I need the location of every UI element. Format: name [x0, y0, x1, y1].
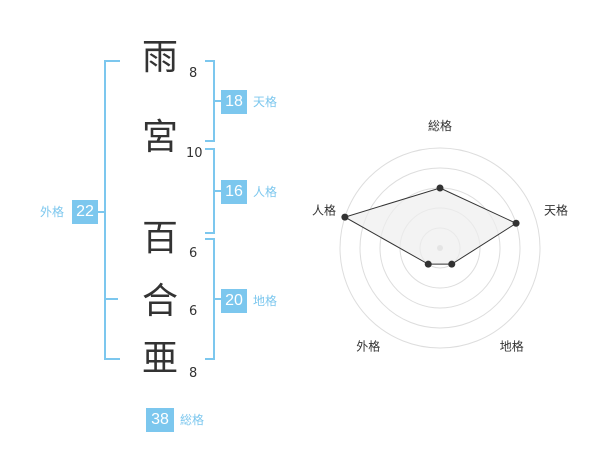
- radar-point-4: [424, 260, 432, 268]
- gaikaku-connector: [98, 211, 106, 213]
- radar-point-3: [448, 260, 456, 268]
- jinkaku-label: 人格: [253, 185, 278, 199]
- radar-axis-label-5: 人格: [312, 202, 336, 217]
- radar-axis-label-4: 外格: [356, 339, 380, 354]
- name-char-3: 百: [141, 218, 178, 259]
- stroke-count-3: 6: [189, 246, 198, 261]
- gaikaku-label: 外格: [40, 205, 65, 219]
- name-char-2: 宮: [141, 117, 178, 158]
- jinkaku-connector: [213, 190, 221, 192]
- tenkaku-value: 18: [221, 90, 247, 114]
- soukaku-label: 総格: [180, 413, 205, 427]
- radar-point-5: [341, 213, 349, 221]
- stroke-count-4: 6: [189, 304, 198, 319]
- radar-axis-label-1: 総格: [428, 118, 452, 133]
- gaikaku-value: 22: [72, 200, 98, 224]
- stroke-count-5: 8: [189, 366, 198, 381]
- radar-point-2: [512, 219, 520, 227]
- tenkaku-connector: [213, 100, 221, 102]
- gaikaku-bracket-mid-tick: [104, 298, 118, 300]
- gaikaku-bracket: [104, 60, 120, 360]
- chikaku-label: 地格: [253, 294, 278, 308]
- soukaku-value: 38: [146, 408, 174, 432]
- tenkaku-label: 天格: [253, 95, 278, 109]
- radar-grid-ring: [339, 147, 541, 349]
- stroke-count-2: 10: [186, 146, 203, 161]
- radar-series-area: [343, 187, 518, 265]
- jinkaku-value: 16: [221, 180, 247, 204]
- chikaku-value: 20: [221, 289, 247, 313]
- radar-grid-ring: [359, 167, 521, 329]
- name-char-5: 亜: [141, 338, 178, 379]
- radar-point-1: [436, 184, 444, 192]
- radar-axis-label-2: 天格: [544, 202, 568, 217]
- name-char-4: 合: [141, 281, 178, 322]
- stroke-count-1: 8: [189, 66, 198, 81]
- chikaku-connector: [213, 298, 221, 300]
- name-char-1: 雨: [141, 37, 178, 78]
- radar-axis-label-3: 地格: [500, 339, 524, 354]
